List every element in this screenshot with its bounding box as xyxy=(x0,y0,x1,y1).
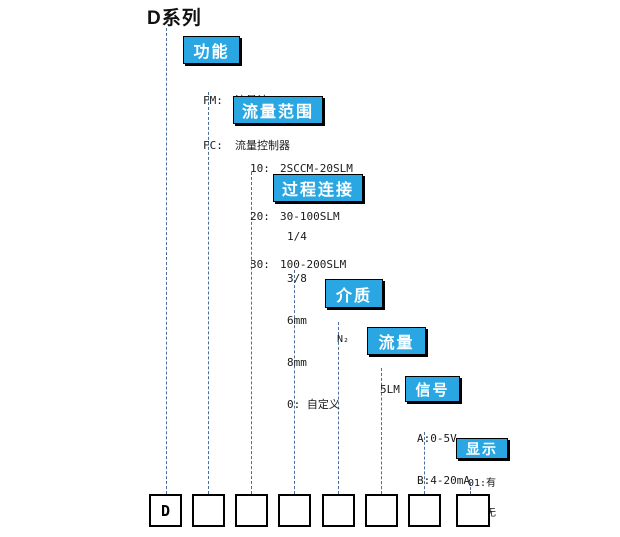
option-row: 10: 2SCCM-20SLM xyxy=(250,161,353,177)
option-value: 30-100SLM xyxy=(280,210,340,223)
tag-flow: 流量 xyxy=(367,327,426,355)
code-box-5 xyxy=(322,494,355,527)
connector-line-7 xyxy=(424,432,425,494)
connector-line-3 xyxy=(251,172,252,494)
connector-line-4 xyxy=(294,270,295,494)
option-row: 3/8 xyxy=(287,272,307,285)
option-row: 20: 30-100SLM xyxy=(250,209,353,225)
tag-process-connection: 过程连接 xyxy=(273,174,363,202)
connector-line-5 xyxy=(338,322,339,494)
option-row: B:4-20mA xyxy=(417,474,470,487)
option-row: 30: 100-200SLM xyxy=(250,257,353,273)
code-box-6 xyxy=(365,494,398,527)
tag-function: 功能 xyxy=(183,36,240,64)
option-key: 20: xyxy=(250,210,270,223)
connector-line-2 xyxy=(208,92,209,494)
tag-function-label: 功能 xyxy=(193,44,230,61)
tag-display: 显示 xyxy=(456,438,508,459)
code-box-3 xyxy=(235,494,268,527)
option-row: FC: 流量控制器 xyxy=(203,138,290,153)
connector-line-8 xyxy=(470,483,471,494)
medium-options: N₂ xyxy=(337,310,361,370)
code-box-2 xyxy=(192,494,225,527)
option-key: 30: xyxy=(250,258,270,271)
option-value: 2SCCM-20SLM xyxy=(280,162,353,175)
tag-medium-label: 介质 xyxy=(335,287,372,305)
flow-options: 5LM xyxy=(380,357,407,422)
tag-flow-label: 流量 xyxy=(378,335,415,352)
option-value: 流量控制器 xyxy=(235,139,290,152)
connector-line-6 xyxy=(381,368,382,494)
tag-flow-range: 流量范围 xyxy=(233,96,323,124)
option-key: 10: xyxy=(250,162,270,175)
tag-process-connection-label: 过程连接 xyxy=(281,182,354,199)
option-row: A:0-5V xyxy=(417,432,457,445)
flow-range-options: 10: 2SCCM-20SLM 20: 30-100SLM 30: 100-200SL… xyxy=(250,129,353,305)
tag-display-label: 显示 xyxy=(466,440,498,457)
option-row: 6mm xyxy=(287,314,307,327)
option-row: 5LM xyxy=(380,383,400,396)
process-connection-options: 1/4 3/8 6mm 8mm 0: 自定义 xyxy=(287,202,340,440)
series-title: D系列 xyxy=(147,8,202,29)
code-box-8 xyxy=(456,494,490,527)
code-box-1: D xyxy=(149,494,182,527)
tag-flow-range-label: 流量范围 xyxy=(241,104,314,121)
tag-signal: 信号 xyxy=(405,376,460,402)
option-row: 1/4 xyxy=(287,230,307,243)
option-row: N₂ xyxy=(337,334,350,345)
option-value: 100-200SLM xyxy=(280,258,347,271)
option-row: 01:有 xyxy=(468,478,497,489)
code-box-4 xyxy=(278,494,311,527)
code-box-7 xyxy=(408,494,441,527)
tag-signal-label: 信号 xyxy=(415,381,450,399)
option-row: 8mm xyxy=(287,356,307,369)
signal-options: A:0-5V B:4-20mA xyxy=(417,404,470,516)
option-key: FM: xyxy=(203,94,223,107)
option-key: FC: xyxy=(203,139,223,152)
connector-line-1 xyxy=(166,28,167,494)
tag-medium: 介质 xyxy=(325,279,383,308)
option-row: 0: 自定义 xyxy=(287,398,340,411)
